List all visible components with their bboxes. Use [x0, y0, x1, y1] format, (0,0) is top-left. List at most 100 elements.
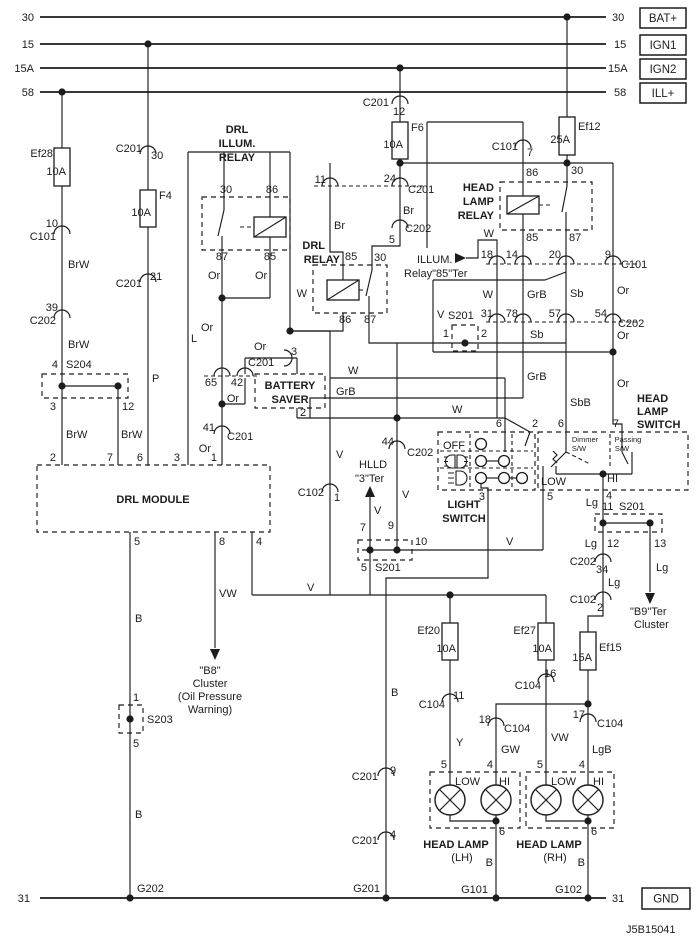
- diagram-label: Br: [403, 205, 414, 217]
- connector-arc: [604, 255, 622, 265]
- diagram-label: 6: [137, 452, 143, 464]
- diagram-label: SWITCH: [442, 513, 485, 525]
- diagram-label: 20: [549, 249, 561, 261]
- wire: [561, 185, 568, 213]
- diagram-label: 10: [415, 536, 427, 548]
- diagram-label: 87: [216, 251, 228, 263]
- reference-arrow-icon: [645, 593, 655, 604]
- diagram-label: Br: [334, 220, 345, 232]
- component-dashed-box: [594, 513, 663, 533]
- diagram-label: 2: [532, 418, 538, 430]
- component-dashed-box: [36, 464, 271, 533]
- connector-arc: [283, 349, 293, 367]
- diagram-label: F6: [411, 122, 424, 134]
- diagram-label: S/W: [615, 444, 630, 453]
- connector-arc: [488, 313, 506, 323]
- diagram-label: 7: [527, 147, 533, 159]
- junction-dot: [563, 159, 571, 167]
- diagram-label: DRL: [302, 240, 325, 252]
- diagram-label: 31: [481, 308, 493, 320]
- diagram-label: C101: [621, 259, 647, 271]
- diagram-label: Relay"85"Ter: [404, 268, 468, 280]
- diagram-label: RELAY: [304, 254, 341, 266]
- diagram-label: 7: [613, 418, 619, 430]
- junction-dot: [646, 519, 654, 527]
- diagram-label: 14: [506, 249, 518, 261]
- diagram-label: 9: [390, 765, 396, 777]
- diagram-label: 54: [595, 308, 607, 320]
- diagram-label: Cluster: [634, 619, 669, 631]
- diagram-label: G201: [353, 883, 380, 895]
- diagram-label: 6: [496, 418, 502, 430]
- bus-tag-label: ILL+: [652, 88, 675, 100]
- diagram-label: B: [486, 857, 493, 869]
- relay-coil-diagonal: [253, 216, 287, 238]
- bus-tag-box: [639, 82, 687, 104]
- diagram-label: Lg: [585, 538, 597, 550]
- relay-coil-diagonal: [506, 195, 540, 215]
- diagram-label: 10A: [131, 207, 151, 219]
- diagram-label: VW: [219, 588, 237, 600]
- diagram-label: Lg: [586, 497, 598, 509]
- diagram-label: GW: [501, 744, 521, 756]
- connector-arc: [377, 831, 395, 841]
- junction-dot: [396, 64, 404, 72]
- diagram-label: 5: [537, 759, 543, 771]
- diagram-label: Ef12: [578, 121, 601, 133]
- contact-circle: [474, 437, 488, 451]
- diagram-label: C202: [407, 447, 433, 459]
- junction-dot: [563, 13, 571, 21]
- diagram-label: C201: [352, 835, 378, 847]
- diagram-label: G102: [555, 884, 582, 896]
- diagram-label: HEAD: [637, 393, 668, 405]
- diagram-label: B: [578, 857, 585, 869]
- diagram-label: 5: [547, 491, 553, 503]
- headlamp-icon: [448, 470, 468, 486]
- junction-dot: [492, 894, 500, 902]
- diagram-label: DRL MODULE: [116, 494, 189, 506]
- diagram-label: 5: [441, 759, 447, 771]
- junction-dot: [114, 382, 122, 390]
- diagram-label: C201: [408, 184, 434, 196]
- diagram-label: Or: [201, 322, 214, 334]
- diagram-label: G202: [137, 883, 164, 895]
- wire: [495, 703, 588, 786]
- diagram-label: S204: [66, 359, 92, 371]
- fuse: [558, 116, 576, 156]
- component-dashed-box: [254, 373, 326, 409]
- parking-lamps-icon: [444, 454, 468, 469]
- diagram-label: GrB: [527, 289, 547, 301]
- diagram-label: 65: [205, 377, 217, 389]
- diagram-label: 12: [393, 106, 405, 118]
- wire: [480, 484, 489, 490]
- diagram-label: 18: [479, 714, 491, 726]
- diagram-label: BrW: [68, 339, 90, 351]
- diagram-label: (RH): [543, 852, 566, 864]
- fuse: [441, 622, 459, 661]
- diagram-label: W: [348, 365, 359, 377]
- diagram-label: 86: [526, 167, 538, 179]
- diagram-label: BrW: [68, 259, 90, 271]
- connector-arc: [557, 313, 575, 323]
- diagram-label: Y: [456, 737, 464, 749]
- diagram-label: C202: [405, 223, 431, 235]
- diagram-label: 5: [361, 562, 367, 574]
- diagram-label: ILLUM.: [219, 138, 256, 150]
- wire: [385, 490, 489, 898]
- connector-arc: [391, 95, 409, 105]
- junction-dot: [126, 894, 134, 902]
- connector-arc: [579, 713, 597, 723]
- contact-circle: [474, 454, 488, 468]
- connector-arc: [487, 717, 505, 727]
- diagram-label: "B9"Ter: [630, 606, 667, 618]
- lamp-icon-x: [439, 789, 461, 811]
- junction-dot: [599, 470, 607, 478]
- junction-dot: [144, 40, 152, 48]
- diagram-label: 34: [596, 564, 608, 576]
- contact-circle: [515, 471, 529, 485]
- wire: [524, 431, 531, 447]
- diagram-label: Or: [208, 270, 221, 282]
- diagram-label: SbB: [570, 397, 591, 409]
- connector-arc: [53, 309, 71, 319]
